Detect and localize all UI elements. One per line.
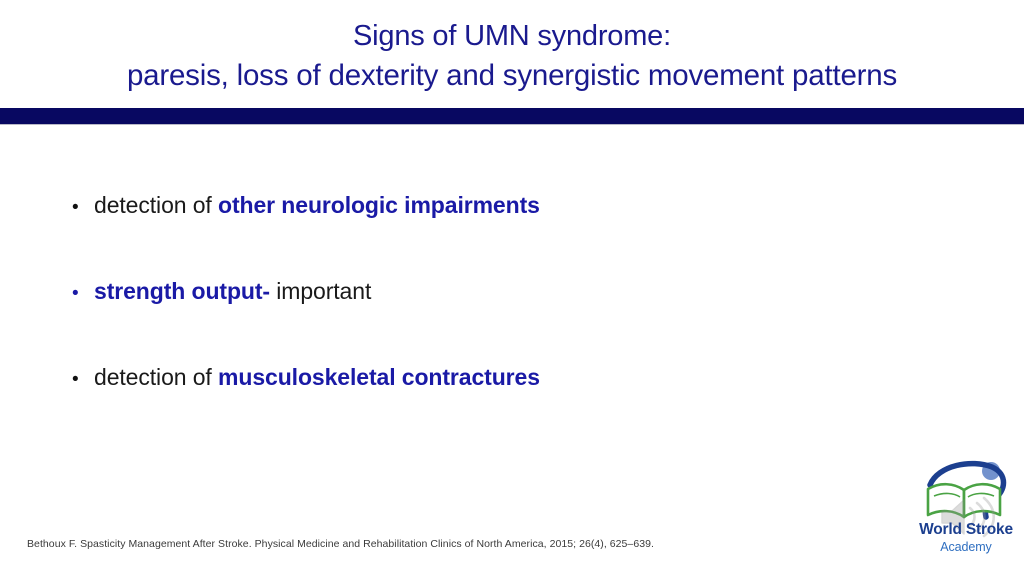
citation-reference: Bethoux F. Spasticity Management After S… (27, 538, 654, 550)
bullet-dot-icon: • (72, 197, 79, 218)
bullet-text-plain: detection of (94, 364, 219, 390)
bullet-text-emphasis: strength output- (94, 278, 270, 304)
logo-title-line: World Stroke (919, 521, 1013, 538)
list-item: • detection of musculoskeletal contractu… (72, 362, 952, 448)
bullet-text-plain-after: important (269, 278, 372, 304)
list-item: • detection of other neurologic impairme… (72, 190, 952, 276)
bullet-text: detection of other neurologic impairment… (94, 190, 540, 220)
bullet-text-plain: detection of (94, 192, 219, 218)
bullet-list: • detection of other neurologic impairme… (72, 190, 952, 448)
bullet-text: strength output- important (94, 276, 371, 306)
world-stroke-academy-logo: World Stroke Academy (912, 455, 1020, 567)
logo-subtitle-line: Academy (940, 540, 992, 554)
list-item: • strength output- important (72, 276, 952, 362)
title-divider-bar (0, 108, 1024, 124)
title-divider-hairline (0, 124, 1024, 125)
slide-title: Signs of UMN syndrome: paresis, loss of … (0, 17, 1024, 95)
book-swoosh-icon (926, 460, 1007, 520)
bullet-dot-icon: • (72, 283, 79, 304)
bullet-text: detection of musculoskeletal contracture… (94, 362, 540, 392)
logo-wordmark: World Stroke Academy (912, 521, 1020, 555)
bullet-dot-icon: • (72, 369, 79, 390)
bullet-text-emphasis: musculoskeletal contractures (218, 364, 540, 390)
bullet-text-emphasis: other neurologic impairments (218, 192, 540, 218)
title-line-2: paresis, loss of dexterity and synergist… (126, 59, 898, 92)
title-line-1: Signs of UMN syndrome: (353, 20, 671, 52)
